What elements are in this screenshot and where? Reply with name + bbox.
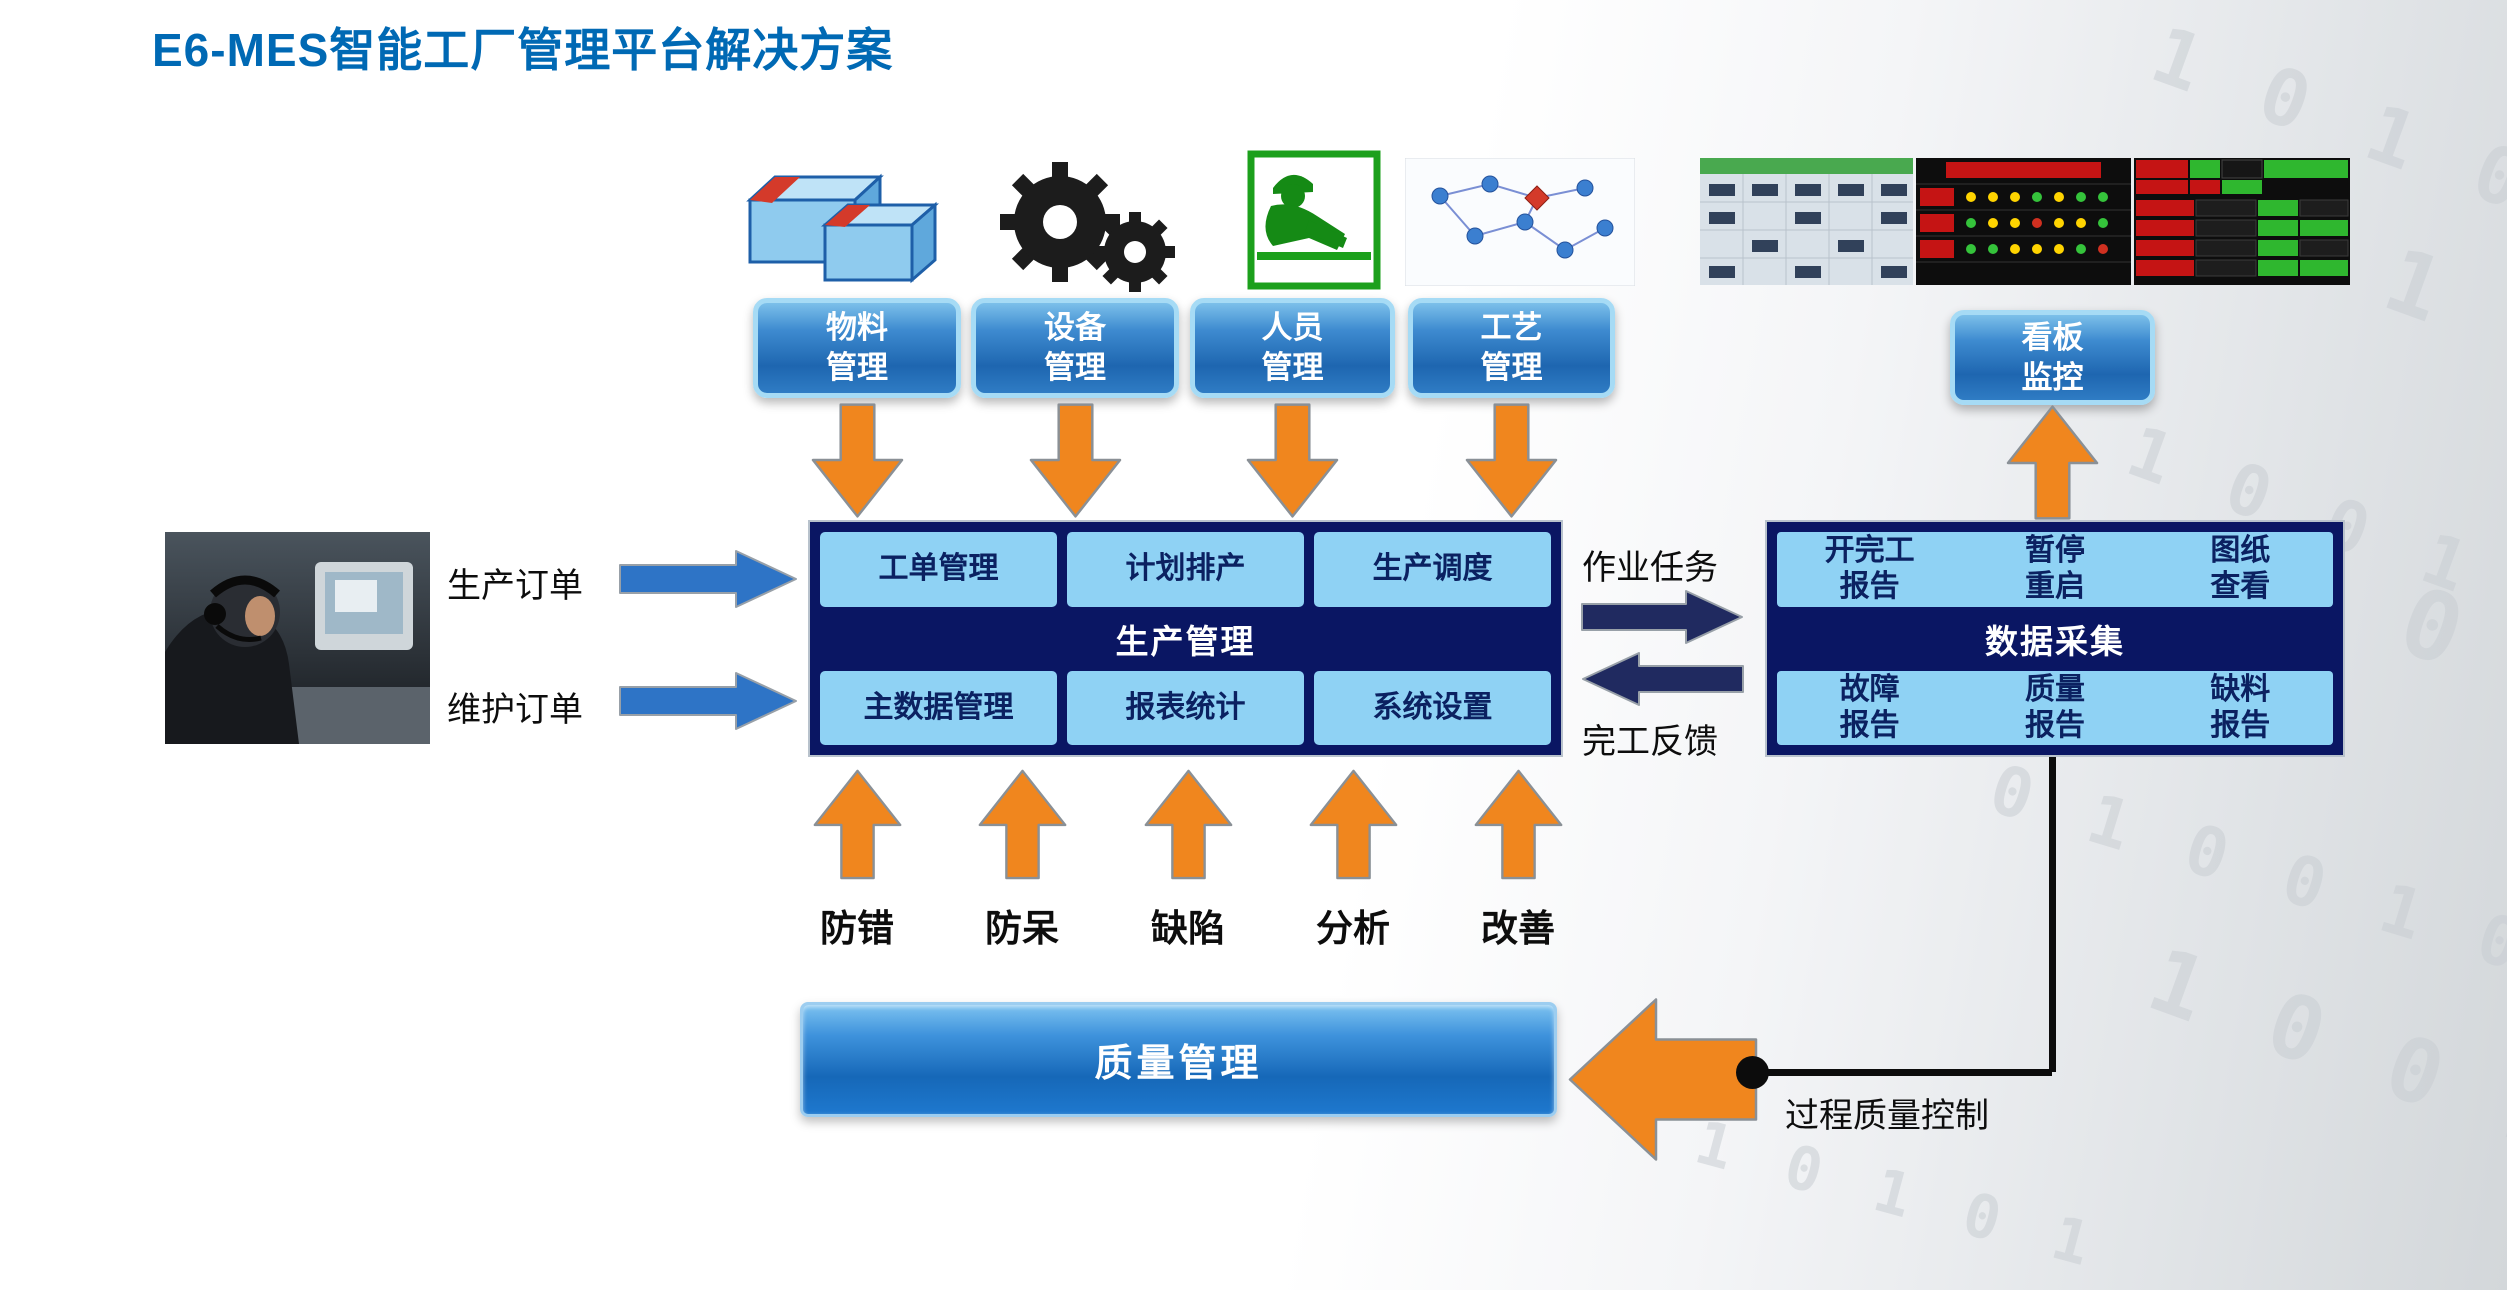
data-collection-block: 开完工 报告 暂停 重启 图纸 查看 数据采集 故障 报告 质量 报告 缺料 报… <box>1765 520 2345 757</box>
cell-pause-restart: 暂停 重启 <box>2024 534 2085 604</box>
maintenance-order-arrow <box>619 672 797 730</box>
production-management-band: 生产管理 <box>1115 622 1256 660</box>
fool-proofing-label: 防呆 <box>985 908 1059 949</box>
error-proofing-label: 防错 <box>820 908 894 949</box>
production-management-block: 工单管理 计划排产 生产调度 生产管理 主数据管理 报表统计 系统设置 <box>808 520 1563 757</box>
cell-work-order-management: 工单管理 <box>820 532 1057 607</box>
analysis-up-arrow <box>1309 769 1398 880</box>
dashboard-screenshot-2 <box>1916 158 2131 285</box>
module-button-personnel: 人员 管理 <box>1190 298 1395 398</box>
material-down-arrow <box>811 403 904 518</box>
completion-feedback-label: 完工反馈 <box>1582 723 1718 761</box>
cell-drawing-view: 图纸 查看 <box>2210 534 2271 604</box>
data-top-row: 开完工 报告 暂停 重启 图纸 查看 <box>1777 532 2333 607</box>
cell-start-complete-report: 开完工 报告 <box>1824 534 1915 604</box>
operator-photo <box>165 532 430 744</box>
defect-up-arrow <box>1144 769 1233 880</box>
production-order-arrow <box>619 550 797 608</box>
page-title: E6-MES智能工厂管理平台解决方案 <box>152 24 894 76</box>
cell-quality-report: 质量 报告 <box>2024 672 2085 742</box>
fool-proofing-up-arrow <box>978 769 1067 880</box>
error-proofing-up-arrow <box>813 769 902 880</box>
equipment-down-arrow <box>1029 403 1122 518</box>
production-order-label: 生产订单 <box>447 567 583 605</box>
defect-label: 缺陷 <box>1151 908 1225 949</box>
connector-line-vertical <box>2049 755 2056 1072</box>
quality-management-bar: 质量管理 <box>800 1002 1557 1117</box>
production-top-row: 工单管理 计划排产 生产调度 <box>820 532 1551 607</box>
production-bottom-row: 主数据管理 报表统计 系统设置 <box>820 670 1551 745</box>
improvement-label: 改善 <box>1481 908 1555 949</box>
completion-feedback-arrow <box>1582 652 1744 706</box>
dashboard-screenshot-3 <box>2134 158 2350 285</box>
personnel-down-arrow <box>1246 403 1339 518</box>
cell-production-dispatch: 生产调度 <box>1314 532 1551 607</box>
process-quality-label: 过程质量控制 <box>1785 1097 1989 1135</box>
improvement-up-arrow <box>1474 769 1563 880</box>
data-bottom-row: 故障 报告 质量 报告 缺料 报告 <box>1777 670 2333 745</box>
maintenance-order-label: 维护订单 <box>447 691 583 729</box>
job-task-label: 作业任务 <box>1582 549 1718 587</box>
materials-image <box>746 173 940 284</box>
job-task-arrow <box>1581 590 1743 644</box>
dashboard-screenshot-1 <box>1700 158 1913 285</box>
cell-material-shortage-report: 缺料 报告 <box>2210 672 2271 742</box>
cell-fault-report: 故障 报告 <box>1839 672 1900 742</box>
process-down-arrow <box>1465 403 1558 518</box>
module-button-equipment: 设备 管理 <box>971 298 1179 398</box>
process-flow-image <box>1405 158 1635 286</box>
worker-image <box>1247 150 1381 290</box>
kanban-monitor-button: 看板 监控 <box>1950 310 2155 405</box>
cell-system-settings: 系统设置 <box>1314 670 1551 745</box>
gears-image <box>1000 162 1175 292</box>
kanban-up-arrow <box>2006 405 2099 520</box>
data-collection-band: 数据采集 <box>1985 622 2125 660</box>
analysis-label: 分析 <box>1316 908 1390 949</box>
process-quality-left-arrow <box>1568 998 1758 1161</box>
cell-plan-scheduling: 计划排产 <box>1067 532 1304 607</box>
module-button-process: 工艺 管理 <box>1408 298 1615 398</box>
connector-line-horizontal <box>1752 1069 2052 1076</box>
connector-dot <box>1736 1056 1769 1089</box>
cell-master-data-management: 主数据管理 <box>820 670 1057 745</box>
cell-report-statistics: 报表统计 <box>1067 670 1304 745</box>
module-button-material: 物料 管理 <box>753 298 961 398</box>
